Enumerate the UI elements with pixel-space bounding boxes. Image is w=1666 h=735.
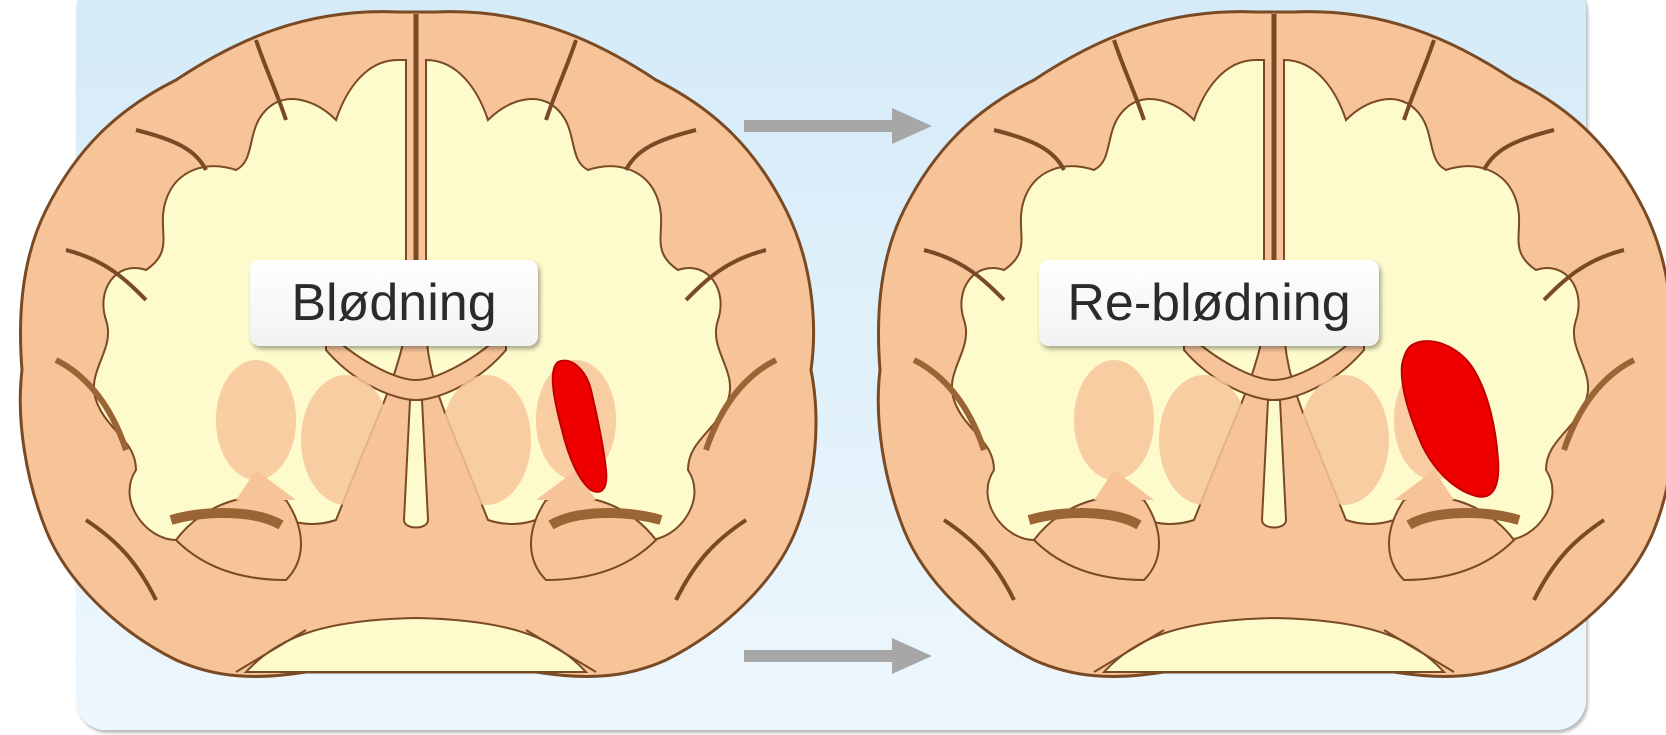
label-re-bloedning-text: Re-blødning [1067, 273, 1350, 333]
putamen-left [301, 375, 391, 505]
caudate-left [1074, 360, 1154, 480]
putamen-left [1159, 375, 1249, 505]
brain-section-left [6, 0, 826, 700]
caudate-left [216, 360, 296, 480]
progression-arrow-bottom-icon [744, 636, 934, 676]
putamen-right [1299, 375, 1389, 505]
progression-arrow-top-icon [744, 106, 934, 146]
label-bloedning: Blødning [250, 260, 538, 346]
brain-section-right [864, 0, 1666, 700]
label-bloedning-text: Blødning [291, 273, 496, 333]
label-re-bloedning: Re-blødning [1039, 260, 1379, 346]
putamen-right [441, 375, 531, 505]
